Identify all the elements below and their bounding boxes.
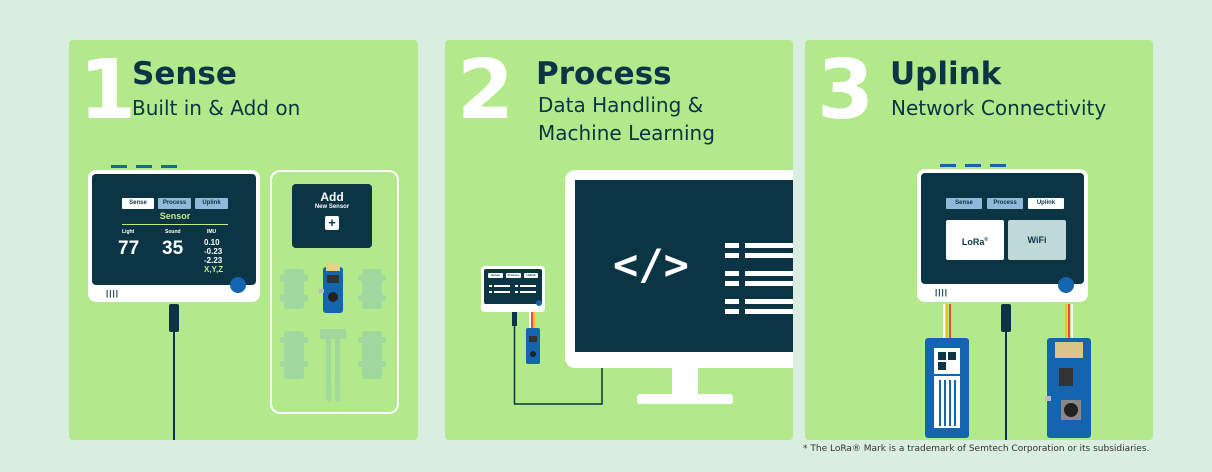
add-subtitle: New Sensor — [314, 204, 350, 210]
led-indicator — [965, 164, 981, 167]
add-plus-button[interactable]: + — [325, 216, 339, 230]
mini-joystick — [536, 300, 542, 306]
panel-title: Sense — [132, 56, 237, 92]
tab-sense[interactable]: Sense — [946, 198, 982, 209]
imu-axes-label: X,Y,Z — [204, 265, 224, 274]
imu-y-value: -0.23 — [204, 247, 223, 256]
panel-title: Process — [536, 56, 672, 92]
device-screen: Sense Process Uplink LoRa® WiFi — [921, 173, 1084, 284]
mini-grove-module — [526, 328, 540, 364]
mini-tab-uplink: Uplink — [524, 273, 538, 278]
wifi-module — [1045, 338, 1091, 438]
grove-sensor-modules — [280, 263, 386, 402]
tab-uplink[interactable]: Uplink — [195, 198, 228, 209]
code-icon: </> — [613, 240, 689, 289]
panel-process: 2 Process Data Handling & Machine Learni… — [445, 40, 793, 440]
lora-label: LoRa — [961, 237, 985, 247]
led-indicator — [940, 164, 956, 167]
monitor: </> — [565, 170, 793, 368]
wio-terminal-device: Sense Process Uplink Sensor Light 77 Sou… — [88, 170, 260, 302]
mini-list-lines — [489, 285, 536, 293]
sound-value: 35 — [162, 238, 184, 259]
led-indicator — [111, 165, 127, 168]
panel-subtitle-line1: Data Handling & — [538, 93, 704, 117]
registered-mark: ® — [984, 237, 989, 243]
joystick-knob — [230, 277, 246, 293]
wio-terminal-device: Sense Process Uplink LoRa® WiFi |||| — [917, 169, 1088, 302]
tab-process[interactable]: Process — [987, 198, 1023, 209]
sound-label: Sound — [165, 229, 181, 235]
light-value: 77 — [118, 238, 140, 259]
mini-cables — [512, 312, 603, 405]
imu-label: IMU — [207, 229, 217, 235]
trademark-footnote: * The LoRa® Mark is a trademark of Semte… — [803, 444, 1150, 454]
tab-process[interactable]: Process — [158, 198, 191, 209]
add-title: Add — [320, 190, 344, 204]
step-number: 3 — [817, 43, 875, 138]
vent-marks: |||| — [106, 289, 119, 298]
mini-tab-sense: Sense — [488, 273, 503, 278]
addon-area — [270, 170, 399, 414]
monitor-base — [637, 394, 733, 404]
led-indicator — [990, 164, 1006, 167]
usb-connector — [169, 304, 179, 332]
lora-option[interactable]: LoRa® — [946, 220, 1004, 260]
device-screen: Sense Process Uplink Sensor Light 77 Sou… — [92, 174, 256, 285]
step-number: 1 — [79, 43, 137, 138]
wifi-option[interactable]: WiFi — [1008, 220, 1066, 260]
vent-marks: |||| — [935, 288, 948, 297]
imu-values: 0.10 -0.23 -2.23 X,Y,Z — [204, 238, 223, 274]
panel-uplink: 3 Uplink Network Connectivity Sense Proc… — [805, 40, 1153, 440]
usb-cable — [173, 332, 175, 440]
lora-module — [925, 338, 969, 438]
active-grove-module — [319, 263, 343, 313]
tab-sense[interactable]: Sense — [122, 198, 154, 209]
divider — [122, 224, 228, 225]
add-sensor-card[interactable]: Add New Sensor + — [292, 184, 372, 248]
imu-x-value: 0.10 — [204, 238, 220, 247]
monitor-screen: </> — [575, 180, 793, 352]
led-indicator — [136, 165, 152, 168]
uplink-cables-and-modules — [925, 304, 1091, 440]
panel-subtitle-line2: Machine Learning — [538, 121, 715, 145]
mini-wio-terminal: Sense Process Uplink — [481, 266, 545, 312]
light-label: Light — [122, 229, 135, 235]
tab-uplink[interactable]: Uplink — [1028, 198, 1064, 209]
sensor-header: Sensor — [159, 211, 191, 221]
mini-tab-process: Process — [506, 273, 521, 278]
panel-sense: 1 Sense Built in & Add on Sense Process … — [69, 40, 418, 440]
imu-z-value: -2.23 — [204, 256, 223, 265]
mini-screen: Sense Process Uplink — [484, 269, 542, 304]
soil-moisture-ghost — [320, 329, 346, 402]
panel-subtitle: Built in & Add on — [132, 96, 301, 120]
led-indicator — [161, 165, 177, 168]
monitor-neck — [672, 368, 698, 398]
joystick-knob — [1058, 277, 1074, 293]
list-lines-icon — [725, 243, 793, 314]
panel-title: Uplink — [890, 56, 1002, 92]
step-number: 2 — [457, 43, 515, 138]
panel-subtitle: Network Connectivity — [891, 96, 1107, 120]
